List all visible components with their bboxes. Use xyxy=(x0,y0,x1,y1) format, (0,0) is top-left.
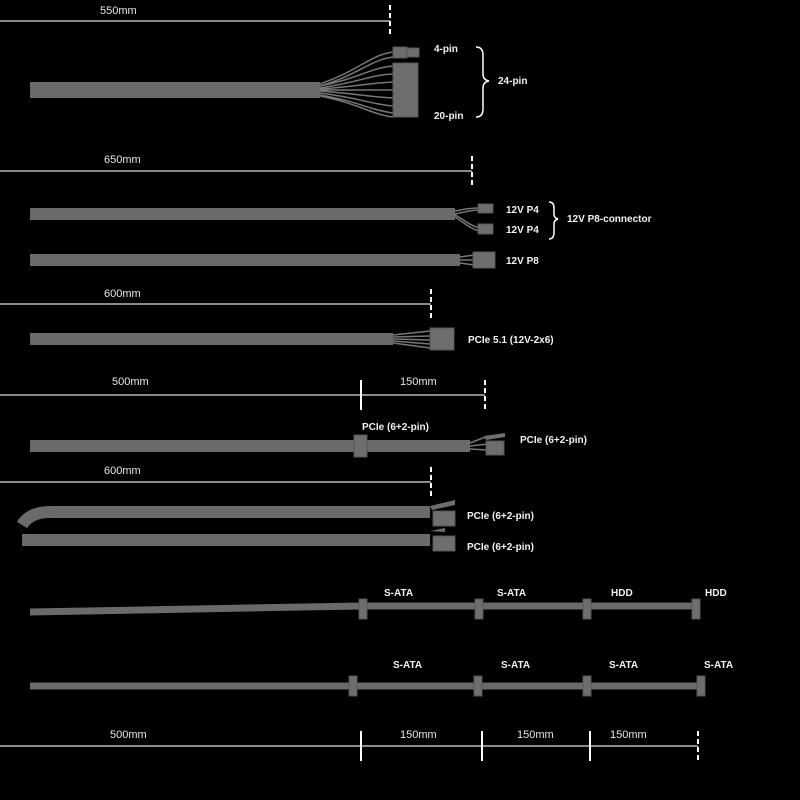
pcie-dual-cables: PCIe (6+2-pin) PCIe (6+2-pin) xyxy=(16,500,534,553)
p8-connector-label: 12V P8-connector xyxy=(567,214,652,225)
cpu-p8-cable: 12V P8 xyxy=(30,251,539,269)
p4-label-a: 12V P4 xyxy=(506,205,539,216)
cpu-cable-measure: 650mm xyxy=(0,154,473,186)
end-pcie-label: PCIe (6+2-pin) xyxy=(520,435,587,446)
20pin-connector xyxy=(392,62,419,118)
pcie51-measure: 600mm xyxy=(0,288,432,318)
mid-pcie-label: PCIe (6+2-pin) xyxy=(362,422,429,433)
length-label-ext: 150mm xyxy=(400,376,437,388)
brace-icon xyxy=(548,201,559,240)
pcie-dual-measure: 600mm xyxy=(0,465,432,496)
connector-label: S-ATA xyxy=(609,660,638,671)
connector-label: HDD xyxy=(705,588,727,599)
length-label: 600mm xyxy=(104,288,141,300)
sata-measure: 500mm 150mm 150mm 150mm xyxy=(0,729,699,761)
length-label: 500mm xyxy=(110,729,147,741)
length-label: 150mm xyxy=(610,729,647,741)
length-label: 650mm xyxy=(104,154,141,166)
sata-cable-2: S-ATA S-ATA S-ATA S-ATA xyxy=(30,660,733,697)
pcie51-label: PCIe 5.1 (12V-2x6) xyxy=(468,335,554,346)
p8-label: 12V P8 xyxy=(506,256,539,267)
20pin-label: 20-pin xyxy=(434,111,463,122)
connector-label: S-ATA xyxy=(393,660,422,671)
4pin-label: 4-pin xyxy=(434,44,458,55)
connector-label: S-ATA xyxy=(384,588,413,599)
length-label: 150mm xyxy=(517,729,554,741)
cpu-p4-cable: 12V P4 12V P4 12V P8-connector xyxy=(30,201,652,240)
length-label: 150mm xyxy=(400,729,437,741)
pcie-daisy-cable: PCIe (6+2-pin) PCIe (6+2-pin) xyxy=(30,422,587,458)
pcie-daisy-measure: 500mm 150mm xyxy=(0,376,486,410)
brace-icon xyxy=(475,46,490,118)
pcie51-cable: PCIe 5.1 (12V-2x6) xyxy=(30,327,554,351)
connector-label: HDD xyxy=(611,588,633,599)
4pin-connector xyxy=(392,46,408,59)
length-label: 600mm xyxy=(104,465,141,477)
24pin-label: 24-pin xyxy=(498,76,527,87)
main-cable-measure: 550mm xyxy=(0,5,391,36)
length-label-main: 500mm xyxy=(112,376,149,388)
p4-label-b: 12V P4 xyxy=(506,225,539,236)
connector-label: S-ATA xyxy=(501,660,530,671)
mid-pcie-connector xyxy=(353,434,368,458)
connector-label: S-ATA xyxy=(704,660,733,671)
pcie-label-a: PCIe (6+2-pin) xyxy=(467,511,534,522)
connector-label: S-ATA xyxy=(497,588,526,599)
pcie-label-b: PCIe (6+2-pin) xyxy=(467,542,534,553)
sata-cable-1: S-ATA S-ATA HDD HDD xyxy=(29,588,727,620)
atx-24pin-cable: 4-pin 20-pin 24-pin xyxy=(30,44,527,122)
length-label: 550mm xyxy=(100,5,137,17)
